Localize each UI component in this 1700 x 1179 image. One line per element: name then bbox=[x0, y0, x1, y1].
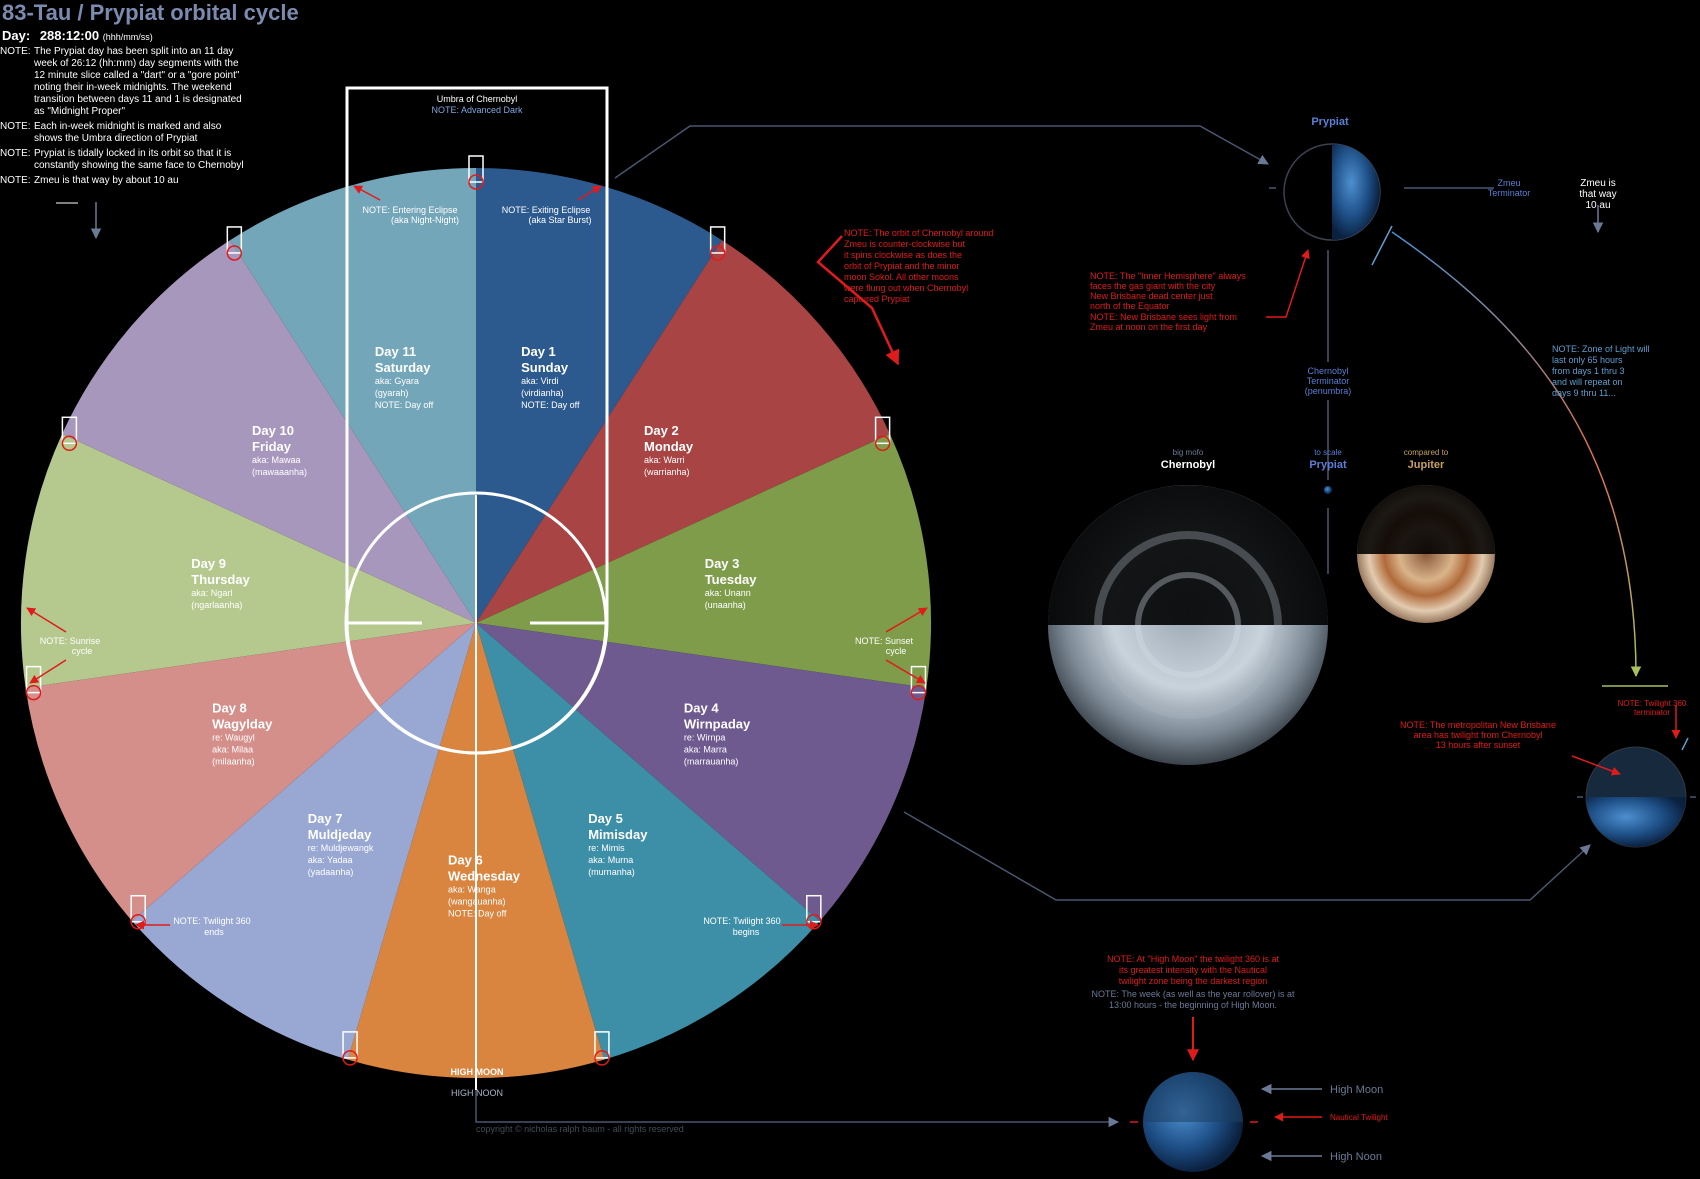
eclipse-enter-aka: (aka Night-Night) bbox=[391, 215, 459, 225]
zone-light-arc bbox=[1391, 231, 1642, 678]
chernobyl-label: Chernobyl bbox=[1161, 459, 1215, 471]
flow-lines bbox=[475, 125, 1696, 1128]
day-readout: Day: 288:12:00 (hhh/mm/ss) bbox=[2, 28, 260, 43]
notes-list: NOTE:The Prypiat day has been split into… bbox=[0, 46, 260, 187]
page-title: 83-Tau / Prypiat orbital cycle bbox=[2, 0, 299, 25]
note-item: NOTE:Zmeu is that way by about 10 au bbox=[0, 175, 260, 187]
note-text: Each in-week midnight is marked and also… bbox=[34, 121, 222, 144]
high-moon-note-text: NOTE: At "High Moon" the twilight 360 is… bbox=[1107, 954, 1279, 986]
sunrise-note-2: cycle bbox=[72, 646, 93, 656]
copyright-text: copyright © nicholas ralph baum - all ri… bbox=[476, 1124, 684, 1134]
day-sector bbox=[132, 623, 476, 1060]
note-label: NOTE: bbox=[0, 46, 31, 57]
umbra-note: NOTE: Advanced Dark bbox=[431, 105, 523, 115]
note-label: NOTE: bbox=[0, 148, 31, 159]
midnight-marker bbox=[594, 1031, 610, 1066]
eclipse-exit-note: NOTE: Exiting Eclipse bbox=[502, 205, 591, 215]
day-unit: (hhh/mm/ss) bbox=[102, 32, 153, 42]
sunset-note: NOTE: Sunset bbox=[855, 636, 914, 646]
twilight-ends-note: NOTE: Twilight 360 bbox=[173, 916, 250, 926]
bottom-high-moon: High Moon bbox=[1330, 1084, 1383, 1096]
midnight-marker bbox=[709, 226, 726, 261]
planet-comparison: big mofo Chernobyl to scale Prypiat comp… bbox=[1048, 448, 1495, 765]
midnight-marker bbox=[874, 416, 891, 452]
note-item: NOTE:Each in-week midnight is marked and… bbox=[0, 121, 260, 145]
header-panel: 83-Tau / Prypiat orbital cycle Day: 288:… bbox=[0, 0, 299, 187]
prypiat-label: Prypiat bbox=[1309, 459, 1347, 471]
eclipse-enter-note: NOTE: Entering Eclipse bbox=[362, 205, 457, 215]
jupiter-sub: compared to bbox=[1404, 448, 1449, 457]
high-noon-label: HIGH NOON bbox=[451, 1088, 503, 1098]
twilight-ends-note-2: ends bbox=[204, 927, 224, 937]
umbra-title: Umbra of Chernobyl bbox=[437, 94, 518, 104]
bottom-high-noon: High Noon bbox=[1330, 1151, 1382, 1163]
sunrise-note: NOTE: Sunrise bbox=[40, 636, 101, 646]
note-text: The Prypiat day has been split into an 1… bbox=[34, 46, 242, 117]
wheel-annotations: NOTE: Entering Eclipse (aka Night-Night)… bbox=[26, 185, 928, 1134]
chernobyl-sub: big mofo bbox=[1173, 448, 1204, 457]
note-text: Prypiat is tidally locked in its orbit s… bbox=[34, 148, 244, 171]
umbra-overlay: Umbra of Chernobyl NOTE: Advanced Dark bbox=[344, 86, 609, 1090]
week-note-text: NOTE: The week (as well as the year roll… bbox=[1092, 989, 1295, 1010]
midnight-marker bbox=[61, 416, 78, 452]
midnight-marker bbox=[25, 665, 42, 701]
twilight-begins-note-2: begins bbox=[733, 927, 760, 937]
jupiter-label: Jupiter bbox=[1408, 459, 1445, 471]
prypiat-sub: to scale bbox=[1314, 448, 1342, 457]
bottom-nautical: Nautical Twilight bbox=[1330, 1113, 1388, 1122]
day-sector bbox=[476, 623, 927, 921]
note-label: NOTE: bbox=[0, 175, 31, 186]
prypiat-title: Prypiat bbox=[1311, 116, 1349, 128]
midnight-marker bbox=[342, 1031, 358, 1066]
zone-light-divider bbox=[1371, 225, 1393, 266]
note-item: NOTE:The Prypiat day has been split into… bbox=[0, 46, 260, 118]
day-sector bbox=[62, 240, 476, 623]
day-sector bbox=[476, 623, 820, 1060]
day-sector bbox=[25, 623, 476, 921]
midnight-marker bbox=[226, 226, 243, 261]
sunset-note-2: cycle bbox=[886, 646, 907, 656]
note-label: NOTE: bbox=[0, 121, 31, 132]
note-item: NOTE:Prypiat is tidally locked in its or… bbox=[0, 148, 260, 172]
twilight-begins-note: NOTE: Twilight 360 bbox=[703, 916, 780, 926]
day-sector bbox=[476, 240, 890, 623]
midnight-marker bbox=[468, 155, 484, 190]
note-text: Zmeu is that way by about 10 au bbox=[34, 175, 179, 186]
prypiat-scale-dot bbox=[1324, 486, 1332, 494]
midnight-markers bbox=[25, 155, 927, 1066]
day-label: Day: bbox=[2, 28, 31, 43]
eclipse-exit-aka: (aka Star Burst) bbox=[528, 215, 591, 225]
high-moon-label: HIGH MOON bbox=[451, 1067, 504, 1077]
prypiat-bottom: NOTE: At "High Moon" the twilight 360 is… bbox=[1092, 954, 1388, 1172]
day-value: 288:12:00 bbox=[39, 28, 100, 43]
